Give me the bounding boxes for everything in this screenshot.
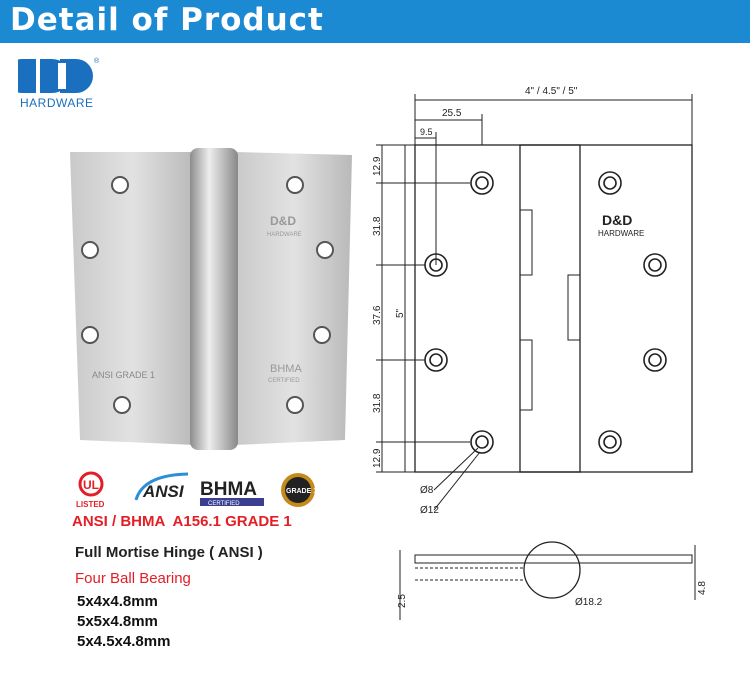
svg-text:25.5: 25.5 [442, 108, 462, 119]
svg-text:Ø18.2: Ø18.2 [575, 597, 603, 608]
product-type: Full Mortise Hinge ( ANSI ) [75, 544, 263, 561]
hinge-photo: D&D HARDWARE ANSI GRADE 1 BHMA CERTIFIED [70, 148, 352, 450]
svg-text:2.5: 2.5 [397, 594, 408, 608]
svg-text:Ø12: Ø12 [420, 505, 439, 516]
page-title: Detail of Product [10, 2, 324, 38]
dd-logo: ® [18, 57, 100, 93]
svg-text:CERTIFIED: CERTIFIED [268, 378, 300, 384]
grade-line: ANSI / BHMA A156.1 GRADE 1 [72, 513, 292, 530]
svg-text:ANSI: ANSI [142, 482, 185, 501]
svg-text:31.8: 31.8 [372, 393, 383, 413]
svg-text:CERTIFIED: CERTIFIED [208, 501, 240, 507]
ansi-logo: ANSI [134, 472, 189, 501]
size-option: 5x5x4.8mm [77, 613, 158, 630]
svg-text:4.8: 4.8 [697, 581, 708, 595]
svg-text:GRADE 1: GRADE 1 [286, 488, 317, 495]
svg-text:HARDWARE: HARDWARE [598, 229, 644, 238]
svg-text:4" / 4.5" / 5": 4" / 4.5" / 5" [525, 86, 578, 97]
svg-text:HARDWARE: HARDWARE [267, 232, 302, 238]
grade1-seal: GRADE 1 [281, 473, 317, 507]
technical-drawing: 4" / 4.5" / 5" 25.5 9.5 D&D HARDWARE 12.… [372, 86, 708, 620]
ul-listed-logo: UL LISTED [76, 471, 105, 509]
header-banner: Detail of Product [0, 0, 750, 43]
svg-text:BHMA: BHMA [200, 479, 257, 500]
svg-text:31.8: 31.8 [372, 216, 383, 236]
brand-text: HARDWARE [20, 96, 94, 110]
svg-text:Ø8: Ø8 [420, 485, 434, 496]
svg-text:®: ® [94, 57, 100, 65]
certification-logos: UL LISTED ANSI BHMA CERTIFIED GRADE 1 [68, 470, 338, 512]
svg-text:D&D: D&D [602, 212, 632, 228]
svg-text:37.6: 37.6 [372, 305, 383, 325]
size-option: 5x4x4.8mm [77, 593, 158, 610]
svg-text:ANSI GRADE 1: ANSI GRADE 1 [92, 370, 155, 380]
svg-text:12.9: 12.9 [372, 448, 383, 468]
svg-text:LISTED: LISTED [76, 500, 105, 509]
svg-text:12.9: 12.9 [372, 156, 383, 176]
svg-text:9.5: 9.5 [420, 127, 433, 137]
bhma-logo: BHMA CERTIFIED [200, 479, 264, 507]
bearing-type: Four Ball Bearing [75, 570, 191, 587]
svg-text:BHMA: BHMA [270, 363, 302, 375]
svg-text:D&D: D&D [270, 214, 296, 228]
size-option: 5x4.5x4.8mm [77, 633, 171, 650]
svg-text:UL: UL [83, 478, 99, 492]
svg-text:5": 5" [395, 308, 406, 318]
